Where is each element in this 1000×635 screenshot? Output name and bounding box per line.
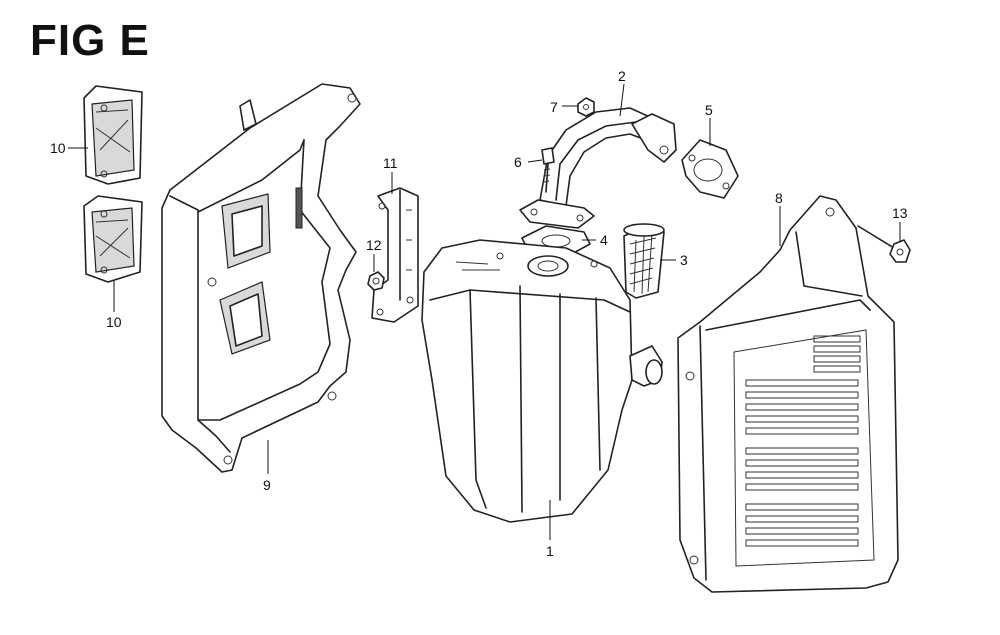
- callout-7: 7: [550, 99, 558, 115]
- callout-12: 12: [366, 237, 382, 253]
- callout-2: 2: [618, 68, 626, 84]
- heat-shield-plate-upper: [83, 85, 143, 185]
- figure-title: FIG E: [30, 16, 150, 65]
- callout-10-upper: 10: [50, 140, 66, 156]
- flange-nut: [367, 271, 385, 291]
- spark-arrester-screen: [623, 223, 665, 299]
- heat-shield-plate-lower: [83, 195, 143, 283]
- exhaust-gasket: [681, 139, 739, 199]
- callout-4: 4: [600, 232, 608, 248]
- leader-lines: [68, 83, 901, 540]
- muffler-cover: [677, 195, 899, 593]
- cap-nut: [577, 97, 595, 117]
- callout-1: 1: [546, 543, 554, 559]
- callout-11: 11: [383, 155, 398, 171]
- muffler-protector: [161, 83, 361, 473]
- callout-10-lower: 10: [106, 314, 122, 330]
- callout-8: 8: [775, 190, 783, 206]
- callout-9: 9: [263, 477, 271, 493]
- callout-5: 5: [705, 102, 713, 118]
- callout-6: 6: [514, 154, 522, 170]
- muffler: [421, 239, 663, 523]
- callout-numbers: 1 2 3 4 5 6 7 8 9 10 10 11 12 13: [50, 68, 908, 559]
- muffler-bracket: [371, 187, 419, 323]
- flange-bolt: [541, 147, 555, 193]
- tapping-screw: [857, 225, 911, 263]
- callout-3: 3: [680, 252, 688, 268]
- exhaust-pipe: [519, 107, 677, 229]
- callout-13: 13: [892, 205, 908, 221]
